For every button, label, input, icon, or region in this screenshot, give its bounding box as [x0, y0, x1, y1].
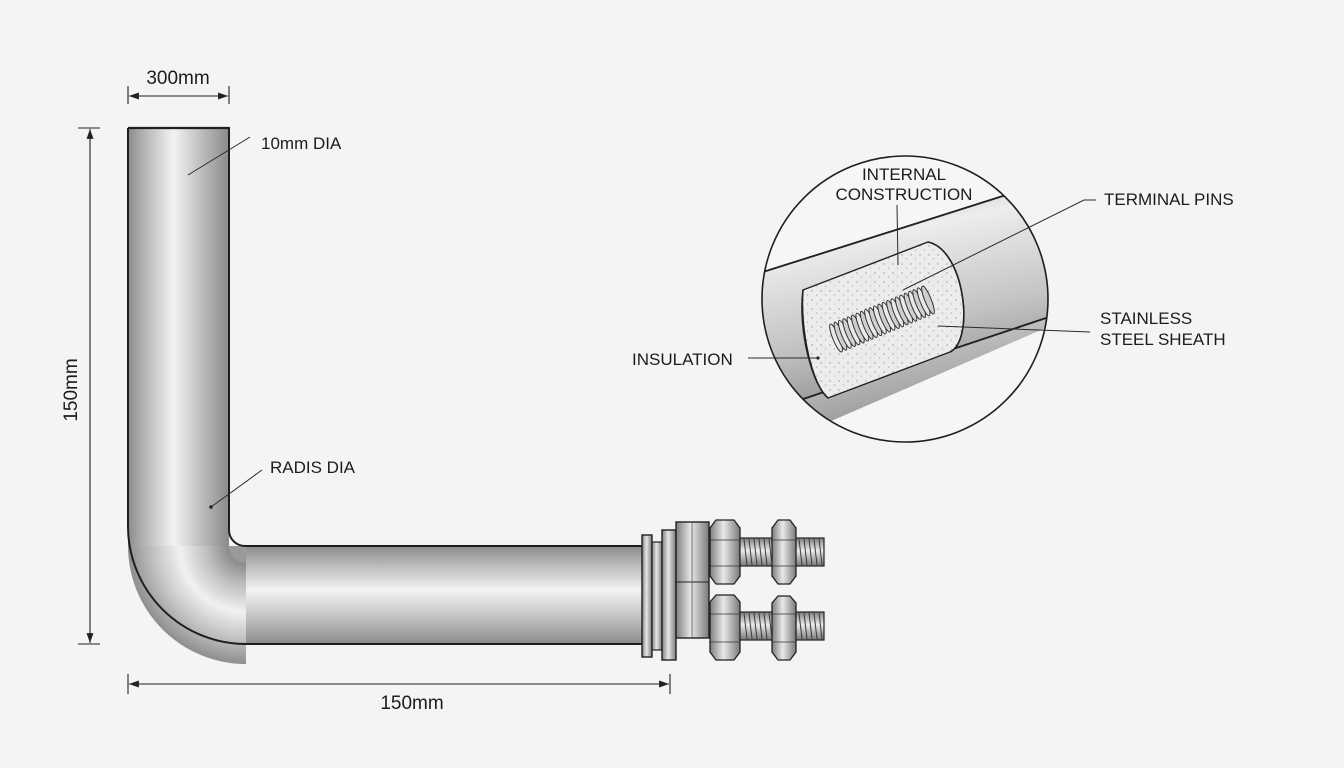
heating-coil	[829, 285, 935, 353]
dimension-top-width-label: 300mm	[146, 68, 209, 89]
dimension-bottom-length: 150mm	[127, 674, 671, 714]
thread-line	[808, 612, 813, 640]
callout-insulation: INSULATION	[632, 350, 820, 369]
thread-line	[743, 538, 748, 566]
lower-terminal	[709, 594, 825, 661]
detail-title-line2: CONSTRUCTION	[836, 185, 973, 204]
callout-sheath-line1: STAINLESS	[1100, 309, 1192, 328]
thread-line	[798, 538, 803, 566]
thread-line	[813, 538, 818, 566]
dimension-vertical-height-label: 150mm	[61, 358, 82, 421]
callout-sheath-line2: STEEL SHEATH	[1100, 330, 1226, 349]
detail-title-line1: INTERNAL	[862, 165, 946, 184]
thread-line	[753, 538, 758, 566]
callout-insulation-label: INSULATION	[632, 350, 733, 369]
upper-terminal	[709, 519, 825, 585]
callout-diameter: 10mm DIA	[187, 134, 342, 176]
thread-line	[813, 612, 818, 640]
bent-heater-tube	[127, 126, 644, 664]
callout-stainless-sheath: STAINLESS STEEL SHEATH	[937, 309, 1226, 349]
callout-diameter-label: 10mm DIA	[261, 134, 342, 153]
thread-line	[768, 612, 773, 640]
thread-line	[758, 538, 763, 566]
thread-line	[818, 538, 823, 566]
dimension-vertical-height: 150mm	[61, 127, 100, 645]
callout-terminal-pins-label: TERMINAL PINS	[1104, 190, 1234, 209]
thread-line	[748, 612, 753, 640]
coil-turn	[921, 285, 935, 315]
terminal-flange-assembly	[641, 519, 825, 661]
dimension-top-width: 300mm	[127, 68, 230, 104]
thread-line	[748, 538, 753, 566]
thread-line	[803, 612, 808, 640]
thread-line	[803, 538, 808, 566]
thread-line	[768, 538, 773, 566]
thread-line	[753, 612, 758, 640]
thread-line	[808, 538, 813, 566]
callout-radius-label: RADIS DIA	[270, 458, 356, 477]
thread-line	[763, 538, 768, 566]
thread-line	[758, 612, 763, 640]
thread-line	[798, 612, 803, 640]
callout-terminal-pins: TERMINAL PINS	[896, 190, 1234, 291]
thread-line	[743, 612, 748, 640]
thread-line	[763, 612, 768, 640]
thread-line	[818, 612, 823, 640]
callout-radius: RADIS DIA	[209, 458, 356, 509]
dimension-bottom-length-label: 150mm	[380, 693, 443, 714]
internal-construction-detail: INTERNAL CONSTRUCTION	[761, 155, 1049, 443]
